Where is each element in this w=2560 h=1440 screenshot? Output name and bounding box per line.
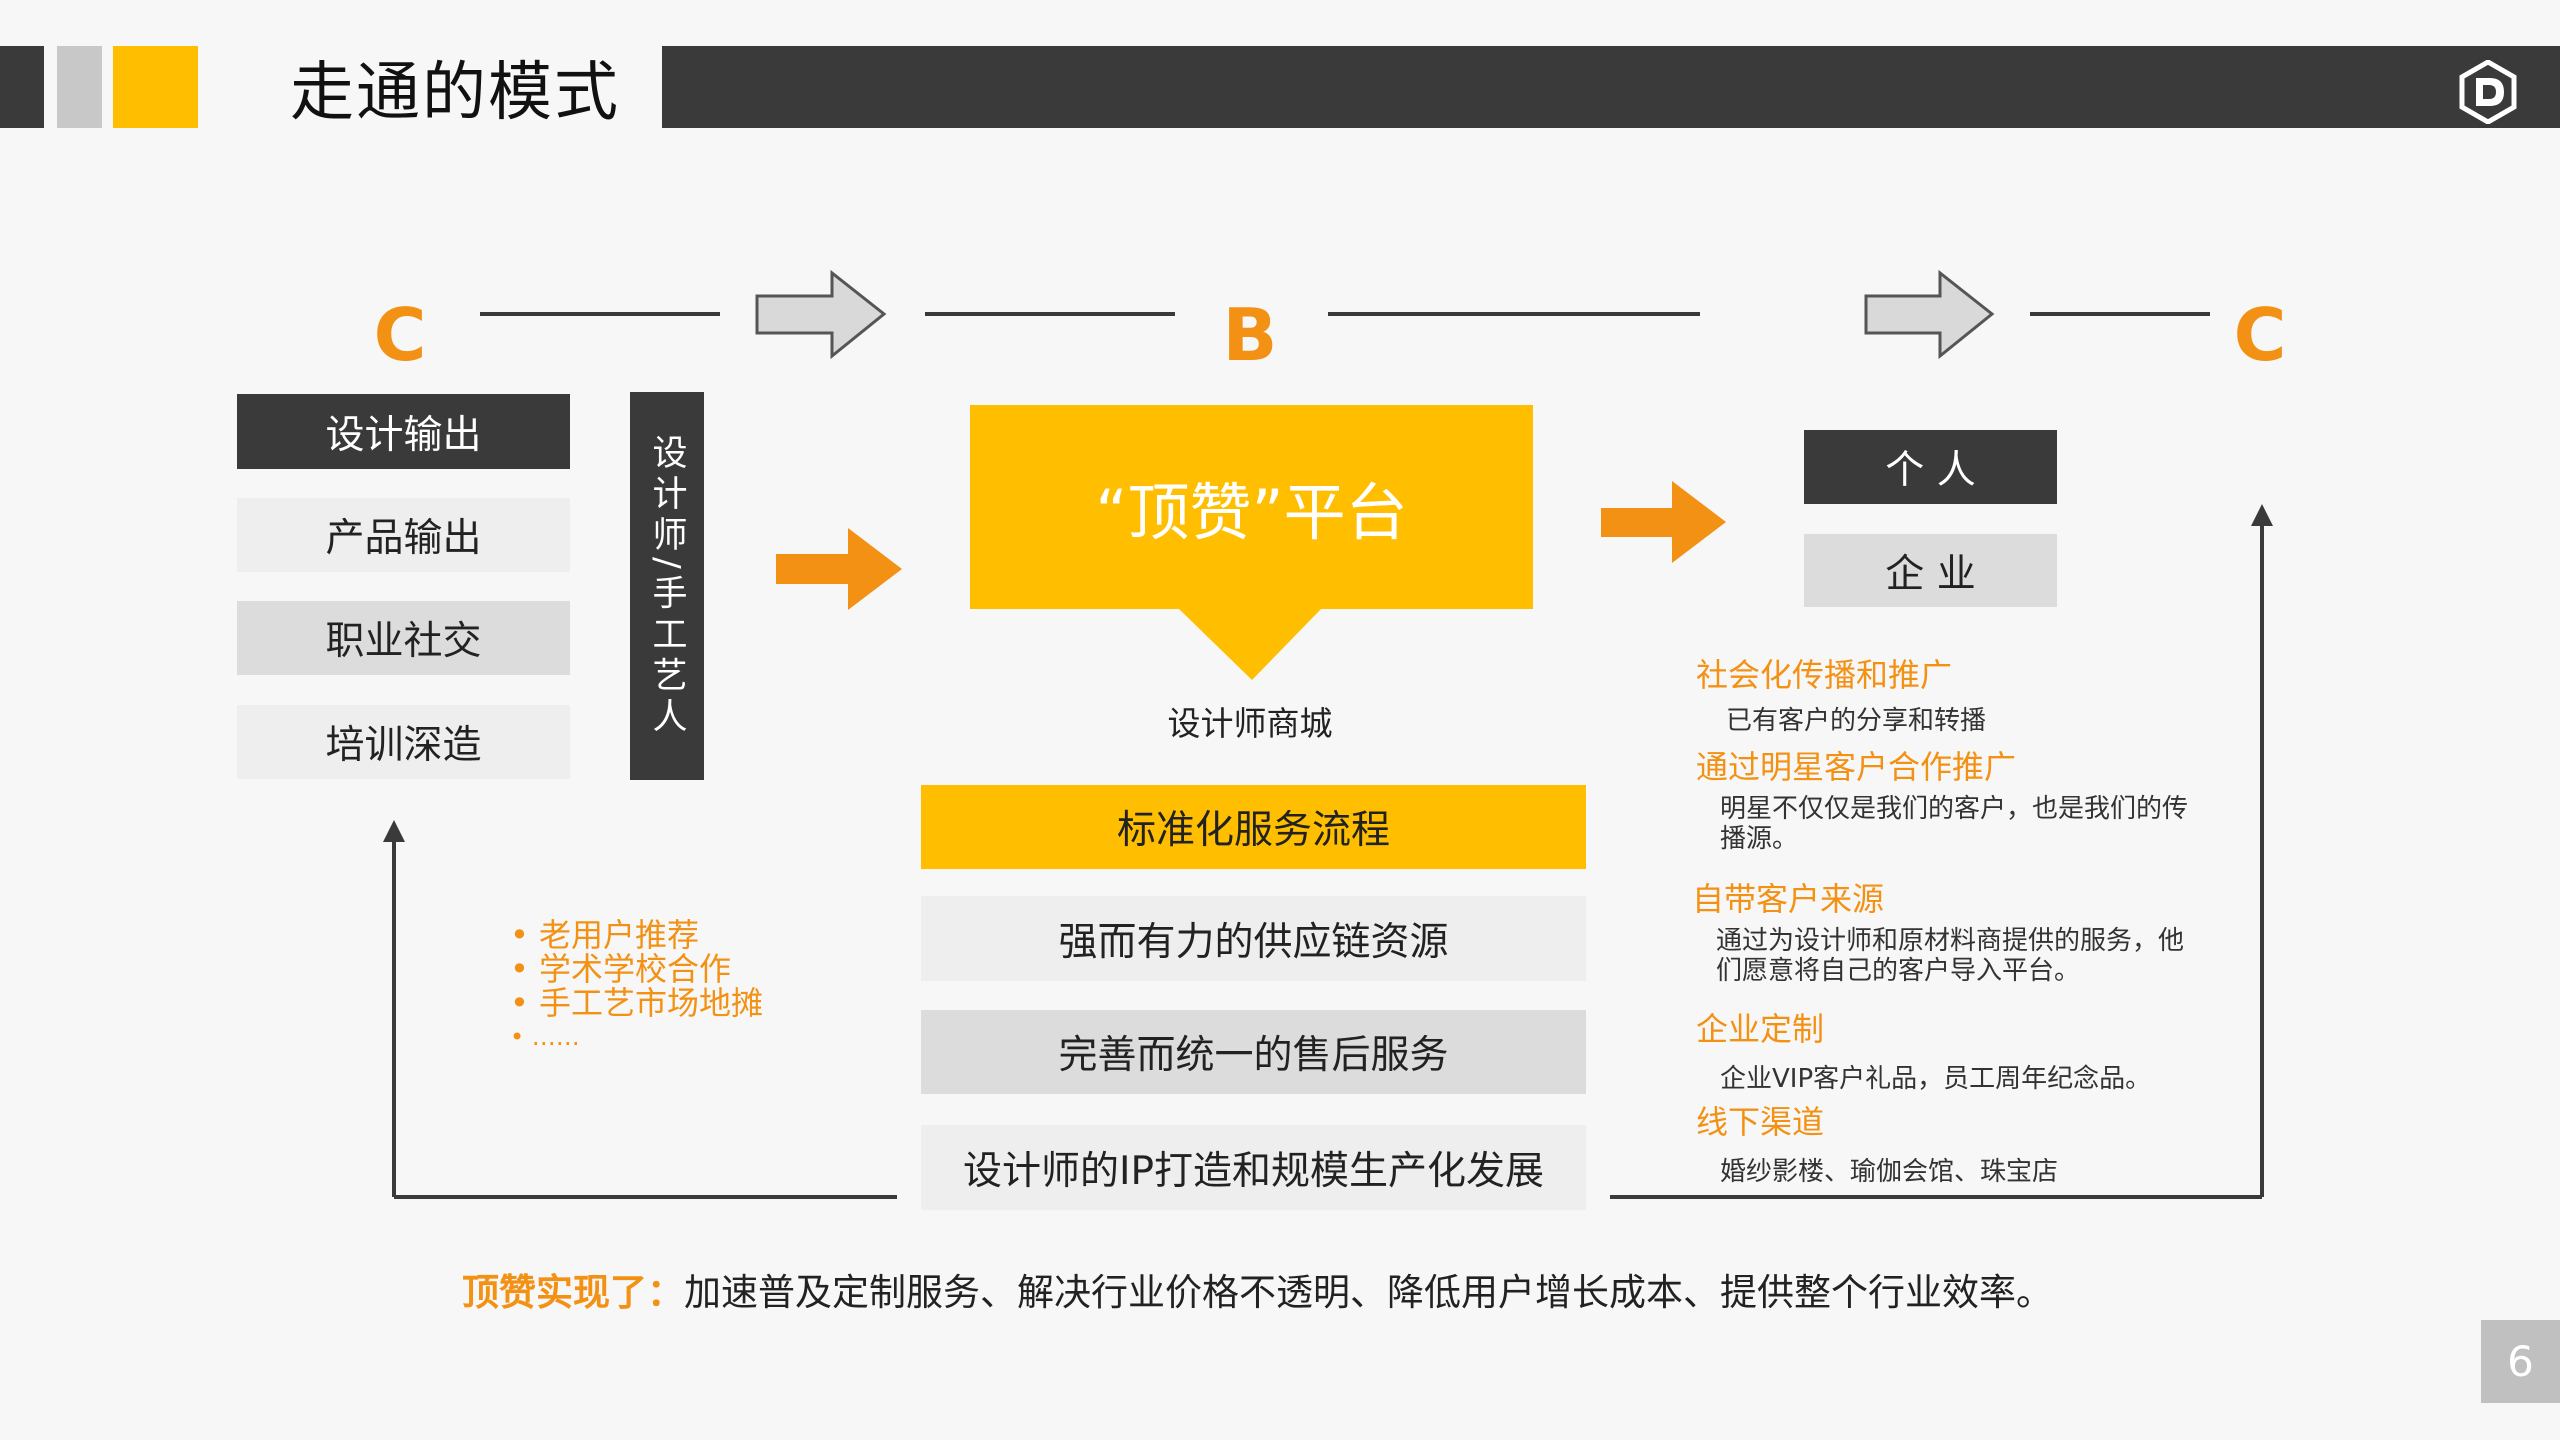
feature-designer-ip: 设计师的IP打造和规模生产化发展 (921, 1125, 1586, 1210)
feature-standard-process: 标准化服务流程 (921, 785, 1586, 869)
summary-lead: 顶赞实现了： (462, 1271, 684, 1314)
designer-craftsman-label: 设计师/手工艺人 (630, 392, 704, 780)
header-bar-gray (57, 46, 102, 128)
left-item-training: 培训深造 (237, 705, 570, 779)
header-band (662, 46, 2560, 128)
channel-item: 通过明星客户合作推广 明星不仅仅是我们的客户，也是我们的传播源。 (1696, 742, 2216, 854)
channel-item: 社会化传播和推广 已有客户的分享和转播 (1696, 650, 2216, 737)
summary-text: 加速普及定制服务、解决行业价格不透明、降低用户增长成本、提供整个行业效率。 (684, 1271, 2053, 1314)
page-title: 走通的模式 (290, 56, 620, 130)
letter-c-left: C (373, 293, 427, 377)
source-list: • 老用户推荐 • 学术学校合作 • 手工艺市场地摊 • …… (510, 918, 830, 1054)
channel-title: 社会化传播和推广 (1696, 656, 1953, 694)
left-item-product-output: 产品输出 (237, 498, 570, 572)
channel-desc: 明星不仅仅是我们的客户，也是我们的传播源。 (1720, 794, 2189, 854)
header-bar-yellow (113, 46, 198, 128)
platform-box: “顶赞”平台 (970, 405, 1533, 609)
summary-line: 顶赞实现了：加速普及定制服务、解决行业价格不透明、降低用户增长成本、提供整个行业… (462, 1265, 2362, 1321)
channel-title: 线下渠道 (1696, 1103, 1825, 1141)
left-item-career-social: 职业社交 (237, 601, 570, 675)
feature-after-sales: 完善而统一的售后服务 (921, 1010, 1586, 1094)
logo-icon (2459, 60, 2517, 124)
channel-item: 企业定制 企业VIP客户礼品，员工周年纪念品。 (1696, 1004, 2216, 1095)
list-item: • 学术学校合作 (510, 950, 732, 988)
platform-caption: 设计师商城 (1167, 704, 1333, 743)
letter-c-right: C (2233, 293, 2287, 377)
list-item: • 老用户推荐 (510, 916, 700, 954)
platform-title: “顶赞”平台 (1095, 476, 1408, 549)
left-item-design-output: 设计输出 (237, 394, 570, 469)
header-bar-dark (0, 46, 44, 128)
list-item: • …… (510, 1023, 580, 1051)
channel-desc: 已有客户的分享和转播 (1726, 706, 1987, 736)
customer-individual: 个 人 (1804, 430, 2057, 504)
channel-item: 线下渠道 婚纱影楼、瑜伽会馆、珠宝店 (1696, 1097, 2216, 1188)
customer-enterprise: 企 业 (1804, 534, 2057, 607)
channel-title: 通过明星客户合作推广 (1696, 748, 2017, 786)
feature-supply-chain: 强而有力的供应链资源 (921, 896, 1586, 981)
channel-desc: 企业VIP客户礼品，员工周年纪念品。 (1720, 1064, 2152, 1094)
channel-desc: 婚纱影楼、瑜伽会馆、珠宝店 (1720, 1157, 2059, 1187)
channel-item: 自带客户来源 通过为设计师和原材料商提供的服务，他们愿意将自己的客户导入平台。 (1692, 874, 2212, 986)
page-number: 6 (2481, 1320, 2560, 1403)
channel-title: 企业定制 (1696, 1010, 1825, 1048)
list-item: • 手工艺市场地摊 (510, 984, 764, 1022)
channel-title: 自带客户来源 (1692, 880, 1885, 918)
channel-desc: 通过为设计师和原材料商提供的服务，他们愿意将自己的客户导入平台。 (1716, 926, 2185, 986)
letter-b: B (1222, 293, 1278, 377)
